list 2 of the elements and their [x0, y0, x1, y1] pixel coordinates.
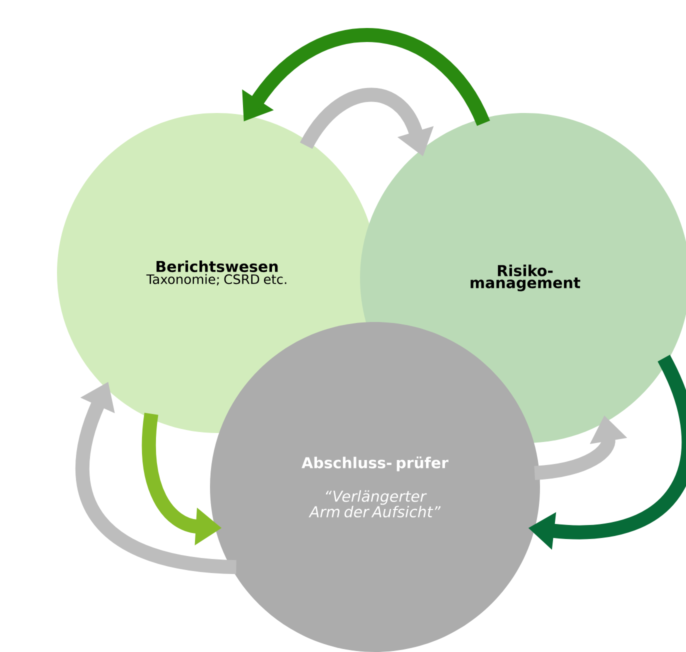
circle-node: Abschluss- prüfer “Verlängerter Arm der Aufsicht” — [210, 322, 540, 652]
curved-arrow — [242, 28, 490, 126]
